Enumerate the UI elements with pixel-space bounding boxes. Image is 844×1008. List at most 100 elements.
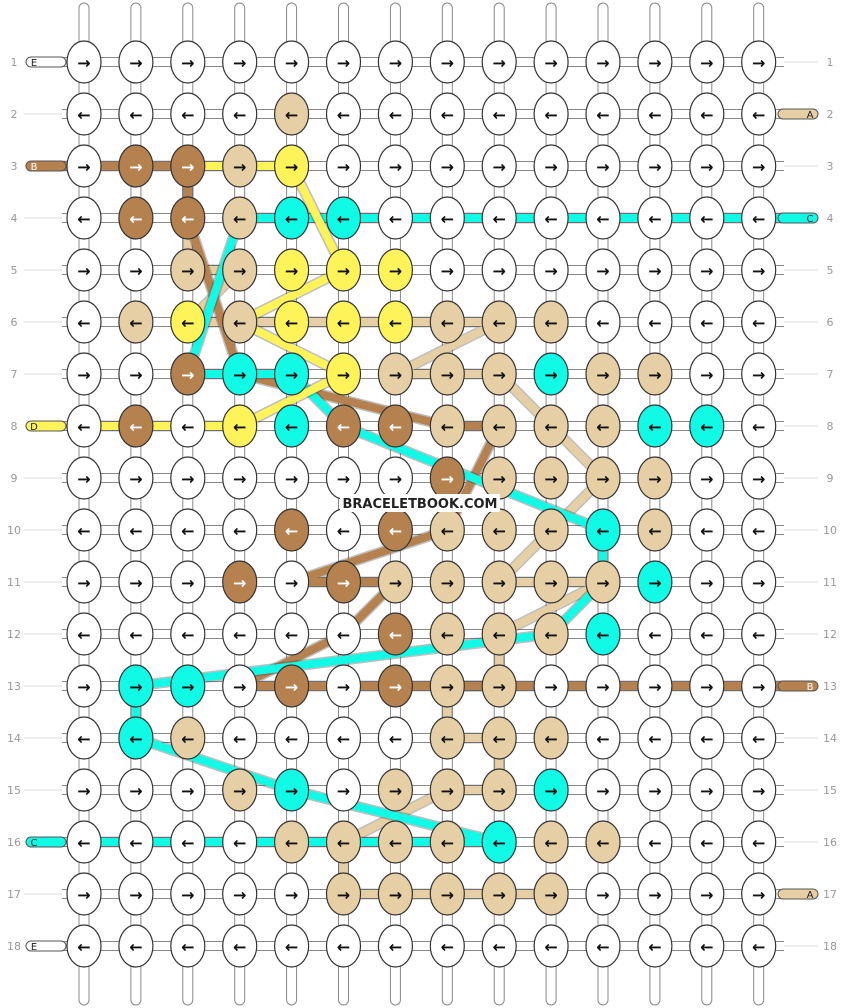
knot: → (325, 144, 362, 188)
knot-oval (481, 872, 517, 916)
arrow-right-icon: → (544, 262, 557, 281)
arrow-right-icon: → (389, 470, 402, 489)
arrow-right-icon: → (492, 574, 505, 593)
knot-oval (585, 92, 621, 136)
knot: → (585, 144, 621, 188)
knot: ← (585, 612, 621, 656)
knot: → (429, 352, 465, 396)
knot-oval (689, 352, 725, 396)
arrow-right-icon: → (648, 158, 661, 177)
knot: → (377, 144, 413, 188)
knot-oval (741, 872, 777, 916)
arrow-right-icon: → (129, 886, 142, 905)
arrow-right-icon: → (389, 886, 402, 905)
knot-oval (170, 92, 206, 136)
knot: ← (429, 820, 465, 864)
arrow-right-icon: → (389, 574, 402, 593)
knot-oval (325, 612, 362, 656)
knot: → (689, 248, 725, 292)
arrow-right-icon: → (181, 366, 194, 385)
knot: ← (170, 612, 206, 656)
knot-oval (481, 248, 517, 292)
row-label-left: 18 (7, 940, 21, 953)
knot: → (637, 872, 673, 916)
arrow-right-icon: → (752, 470, 765, 489)
knot-oval (274, 92, 310, 136)
arrow-left-icon: ← (752, 106, 765, 125)
knot-oval (325, 92, 362, 136)
row-label-left: 9 (11, 472, 18, 485)
arrow-right-icon: → (181, 782, 194, 801)
knot: → (66, 664, 102, 708)
knot-oval (741, 352, 777, 396)
knot: ← (274, 92, 310, 136)
knot: ← (222, 716, 258, 760)
knot-oval (325, 664, 362, 708)
knot: → (429, 248, 465, 292)
knot-oval (741, 820, 777, 864)
knot-oval (741, 612, 777, 656)
knot-oval (222, 352, 258, 396)
knot-oval (585, 40, 621, 84)
arrow-right-icon: → (752, 158, 765, 177)
knot-oval (429, 612, 465, 656)
knot: → (66, 560, 102, 604)
knot: → (533, 768, 569, 812)
knot: → (274, 352, 310, 396)
knot-oval (429, 352, 465, 396)
arrow-left-icon: ← (544, 314, 557, 333)
knot: → (481, 768, 517, 812)
knot-oval (637, 92, 673, 136)
strand-tag-left (25, 56, 67, 68)
knot-oval (377, 872, 413, 916)
knot: → (741, 872, 777, 916)
arrow-left-icon: ← (129, 210, 142, 229)
knot: ← (325, 612, 362, 656)
knot-oval (533, 924, 569, 968)
knot: ← (118, 196, 154, 240)
knot: → (222, 456, 258, 500)
arrow-left-icon: ← (596, 210, 609, 229)
knot: → (741, 248, 777, 292)
knot: → (170, 872, 206, 916)
knot-oval (274, 352, 310, 396)
knot-oval (66, 144, 102, 188)
arrow-left-icon: ← (441, 522, 454, 541)
knot-oval (429, 300, 465, 344)
knot-oval (222, 560, 258, 604)
knot: → (741, 456, 777, 500)
arrow-left-icon: ← (544, 938, 557, 957)
knot-oval (118, 508, 154, 552)
knot-oval (533, 820, 569, 864)
knot-oval (170, 872, 206, 916)
row-label-right: 5 (827, 264, 834, 277)
arrow-right-icon: → (596, 262, 609, 281)
arrow-left-icon: ← (544, 522, 557, 541)
arrow-right-icon: → (181, 262, 194, 281)
row-label-right: 2 (827, 108, 834, 121)
knot: → (170, 40, 206, 84)
arrow-left-icon: ← (648, 834, 661, 853)
knot: ← (481, 924, 517, 968)
knot-oval (741, 716, 777, 760)
row-label-right: 13 (823, 680, 837, 693)
knot: ← (585, 820, 621, 864)
knot: → (481, 872, 517, 916)
arrow-right-icon: → (389, 366, 402, 385)
knot-oval (170, 508, 206, 552)
knot: → (481, 40, 517, 84)
knot-oval (533, 560, 569, 604)
knot: → (429, 768, 465, 812)
knot: → (66, 40, 102, 84)
arrow-left-icon: ← (700, 730, 713, 749)
arrow-left-icon: ← (129, 938, 142, 957)
arrow-right-icon: → (337, 886, 350, 905)
arrow-left-icon: ← (389, 938, 402, 957)
knot-oval (118, 248, 154, 292)
knot: → (481, 456, 517, 500)
knot: ← (325, 196, 362, 240)
knot: → (274, 560, 310, 604)
arrow-left-icon: ← (648, 314, 661, 333)
knot: → (274, 40, 310, 84)
